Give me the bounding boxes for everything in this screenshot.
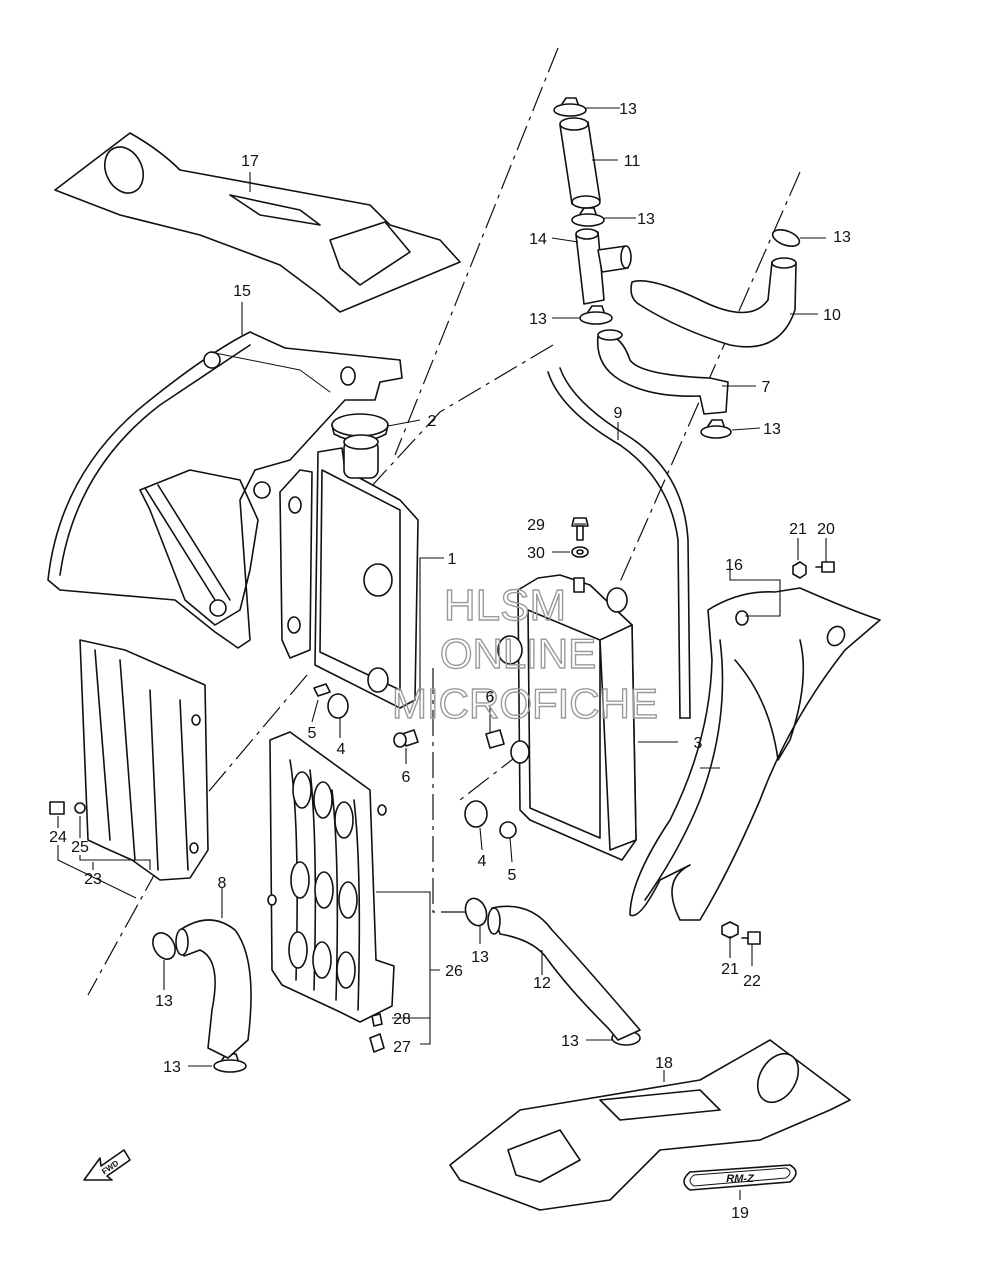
radiator-left (279, 434, 419, 709)
radiator-right (497, 574, 637, 861)
callout-12: 12 (533, 975, 551, 992)
callout-1: 1 (448, 551, 457, 568)
callout-9: 9 (614, 405, 623, 422)
hose-8 (175, 919, 252, 1059)
hose-12 (487, 905, 641, 1041)
callout-21-bottom: 21 (721, 961, 739, 978)
clamp-hose10 (771, 229, 801, 247)
callout-30: 30 (527, 545, 545, 562)
callout-5-left: 5 (308, 725, 317, 742)
mount-hardware-right (464, 729, 517, 839)
upper-hose (559, 117, 601, 209)
callout-17: 17 (241, 153, 259, 170)
callout-8: 8 (218, 875, 227, 892)
callout-23: 23 (84, 871, 102, 888)
fwd-arrow-icon: FWD (83, 1149, 131, 1181)
watermark-line-2: ONLINE (440, 630, 596, 677)
guard-clips (369, 1013, 385, 1053)
radiator-shroud-left (47, 331, 403, 649)
radiator-guard-right (267, 731, 395, 1023)
t-joint-pipe (575, 228, 632, 305)
callout-13-hose8-lower: 13 (163, 1059, 181, 1076)
callout-20: 20 (817, 521, 835, 538)
shroud-fasteners (721, 561, 835, 945)
callout-labels: 1 2 3 4 4 5 5 6 6 7 8 9 10 11 12 13 13 1… (49, 101, 851, 1222)
callout-25: 25 (71, 839, 89, 856)
shroud-decal-left (54, 132, 461, 313)
radiator-shroud-right (629, 587, 881, 921)
callout-4-left: 4 (337, 741, 346, 758)
callout-26: 26 (445, 963, 463, 980)
rmz-emblem-text: RM-Z (726, 1173, 755, 1185)
leader-lines (57, 107, 827, 1200)
callout-7: 7 (762, 379, 771, 396)
callout-13-mid-upper: 13 (637, 211, 655, 228)
callout-13-hose10: 13 (833, 229, 851, 246)
callout-4-right: 4 (478, 853, 487, 870)
clamp-hose8-upper (152, 932, 176, 960)
callout-13-top: 13 (619, 101, 637, 118)
clamp-hose7 (700, 419, 732, 439)
clamp-top (553, 97, 587, 117)
callout-11: 11 (624, 153, 641, 170)
callout-21-top: 21 (789, 521, 807, 538)
watermark-line-3: MICROFICHE (392, 680, 658, 727)
hose-10 (630, 257, 797, 348)
callout-15: 15 (233, 283, 251, 300)
callout-22: 22 (743, 973, 761, 990)
callout-3: 3 (694, 735, 703, 752)
callout-16: 16 (725, 557, 743, 574)
callout-28: 28 (393, 1011, 411, 1028)
hose-7 (596, 329, 729, 415)
callout-14: 14 (529, 231, 547, 248)
callout-5-right: 5 (508, 867, 517, 884)
shroud-decal-right (449, 1039, 851, 1211)
callout-19: 19 (731, 1205, 749, 1222)
radiator-guard-left (79, 639, 209, 881)
pipe-9 (547, 367, 691, 719)
callout-13-hose7: 13 (763, 421, 781, 438)
callout-13-tjoint: 13 (529, 311, 547, 328)
callout-24: 24 (49, 829, 67, 846)
callout-2: 2 (428, 413, 437, 430)
rmz-emblem: RM-Z (683, 1164, 797, 1191)
callout-13-hose12: 13 (471, 949, 489, 966)
guard-fasteners-left (49, 801, 86, 815)
callout-27: 27 (393, 1039, 411, 1056)
mount-hardware-left (313, 683, 419, 748)
callout-29: 29 (527, 517, 545, 534)
clamp-tjoint (579, 305, 613, 325)
watermark-line-1: HLSM (444, 581, 566, 630)
callout-10: 10 (823, 307, 841, 324)
clamp-mid-upper (571, 207, 605, 227)
callout-13-hose12-end: 13 (561, 1033, 579, 1050)
callout-13-hose8-upper: 13 (155, 993, 173, 1010)
watermark: HLSM ONLINE MICROFICHE (391, 580, 658, 727)
guide-lines (87, 47, 801, 996)
clamp-hose12 (464, 897, 488, 927)
callout-18: 18 (655, 1055, 673, 1072)
callout-6-right: 6 (486, 689, 495, 706)
callout-6-left: 6 (402, 769, 411, 786)
